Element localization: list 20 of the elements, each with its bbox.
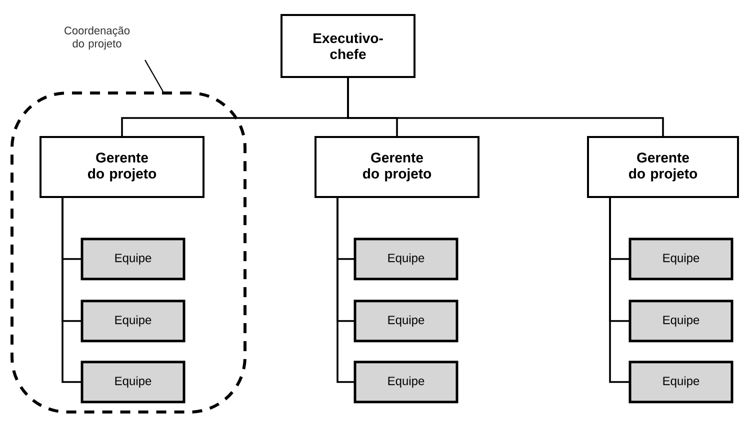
manager-box: Gerente do projeto xyxy=(314,136,480,198)
connector-line xyxy=(609,197,630,383)
team-box: Equipe xyxy=(354,360,458,404)
team-box: Equipe xyxy=(628,360,734,404)
connector-line xyxy=(62,197,82,383)
connector-line xyxy=(336,197,355,383)
team-box: Equipe xyxy=(628,300,734,342)
team-box: Equipe xyxy=(354,238,458,280)
executive-box: Executivo-chefe xyxy=(280,14,416,78)
team-box: Equipe xyxy=(80,300,186,342)
manager-box: Gerente do projeto xyxy=(40,136,204,198)
leader-line xyxy=(144,60,164,92)
team-box: Equipe xyxy=(628,238,734,280)
team-box: Equipe xyxy=(80,360,186,404)
dashed-region xyxy=(10,92,246,414)
connector-line xyxy=(347,78,664,137)
manager-box: Gerente do projeto xyxy=(587,136,739,198)
team-box: Equipe xyxy=(354,300,458,342)
team-box: Equipe xyxy=(80,238,186,280)
label-text: Coordenação do projeto xyxy=(64,26,130,50)
